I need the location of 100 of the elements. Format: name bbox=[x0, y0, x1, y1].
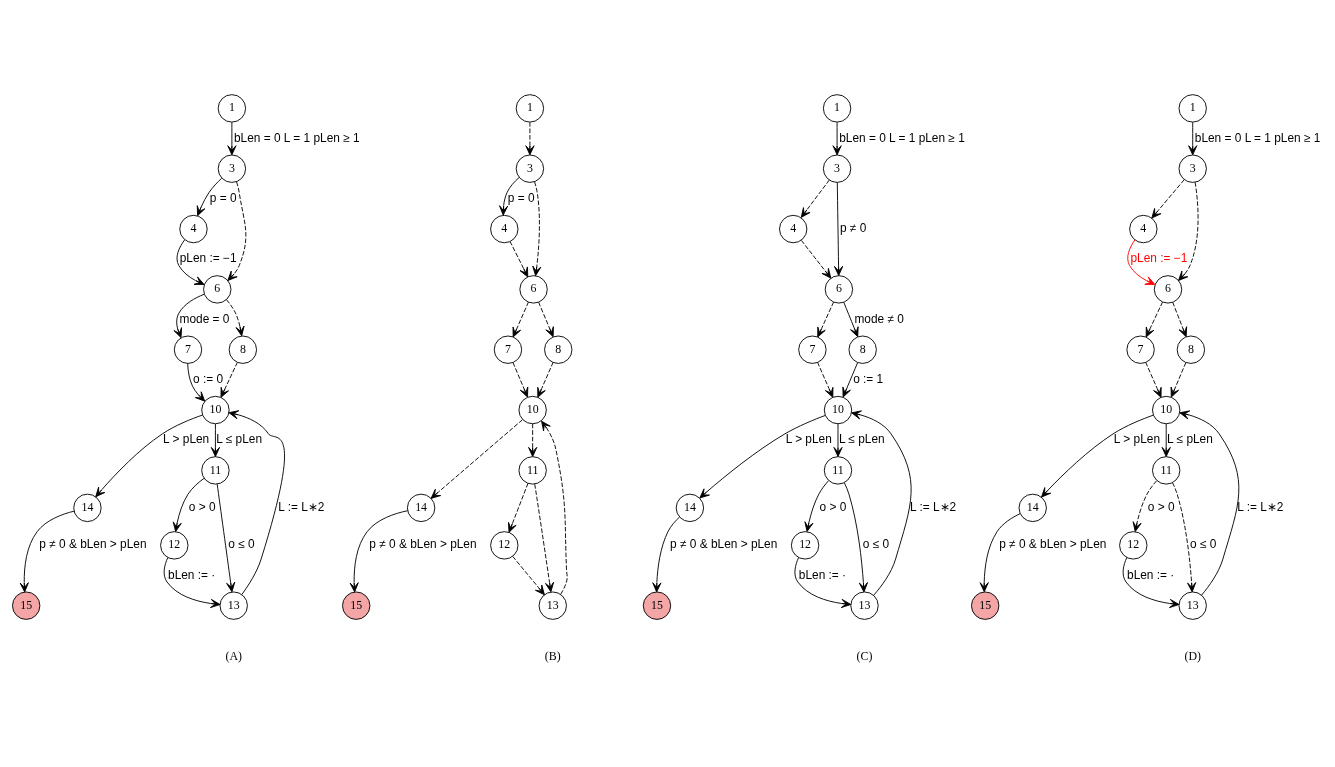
edge-label: p = 0 bbox=[209, 190, 237, 205]
node-circle: 1 bbox=[515, 93, 545, 123]
node-circle: 7 bbox=[493, 335, 523, 364]
node-circle: 12 bbox=[160, 530, 189, 560]
node-circle: 13 bbox=[538, 591, 567, 620]
arrow bbox=[804, 479, 829, 532]
arrow bbox=[1127, 239, 1156, 285]
arrow bbox=[227, 121, 237, 155]
arrow bbox=[512, 301, 529, 337]
node-circle: 12 bbox=[490, 530, 519, 560]
arrow bbox=[163, 556, 221, 608]
arrow bbox=[1041, 414, 1154, 498]
edge-label: p ≠ 0 & bLen > pLen bbox=[999, 536, 1107, 551]
node-circle: 13 bbox=[219, 591, 248, 620]
edge-label: bLen = 0 L = 1 pLen ≥ 1 bbox=[234, 130, 360, 145]
node-circle: 3 bbox=[515, 154, 545, 183]
arrow bbox=[794, 556, 852, 608]
node-circle: 13 bbox=[1178, 591, 1207, 620]
node-circle: 15 bbox=[971, 591, 1000, 620]
arrow bbox=[652, 516, 680, 592]
edge-label: o ≤ 0 bbox=[1190, 536, 1217, 551]
node-circle: 10 bbox=[201, 395, 230, 424]
node-circle: 3 bbox=[822, 154, 852, 183]
arrow bbox=[1145, 301, 1163, 337]
arrow bbox=[216, 483, 236, 592]
node-circle: 14 bbox=[406, 493, 436, 522]
arrow bbox=[534, 483, 555, 592]
edge-label: L > pLen bbox=[163, 431, 210, 446]
node-circle: 11 bbox=[823, 455, 853, 485]
arrow bbox=[228, 409, 285, 595]
node-circle: 10 bbox=[1152, 395, 1181, 424]
arrow bbox=[220, 361, 238, 398]
node-circle: 4 bbox=[779, 214, 808, 243]
node-circle: 8 bbox=[848, 335, 877, 364]
edge-label: pLen := −1 bbox=[179, 250, 237, 265]
arrow bbox=[430, 418, 523, 499]
node-circle: 4 bbox=[490, 214, 519, 243]
node-circle: 11 bbox=[1152, 455, 1181, 485]
node-circle: 4 bbox=[179, 214, 208, 243]
arrow bbox=[1170, 361, 1187, 397]
node-circle: 3 bbox=[1178, 154, 1207, 183]
arrow bbox=[537, 361, 554, 398]
node-circle: 13 bbox=[850, 591, 879, 620]
edge-label: mode ≠ 0 bbox=[854, 311, 904, 326]
edge-label: o > 0 bbox=[1147, 499, 1175, 514]
node-circle: 6 bbox=[203, 274, 232, 304]
arrow bbox=[1172, 481, 1197, 592]
edge-label: o ≤ 0 bbox=[862, 536, 890, 551]
arrow bbox=[832, 121, 842, 155]
arrow bbox=[226, 298, 245, 336]
arrow bbox=[834, 181, 844, 276]
arrow bbox=[979, 512, 1021, 592]
node-circle: 14 bbox=[675, 493, 705, 522]
arrow bbox=[1179, 409, 1240, 596]
arrow bbox=[187, 362, 206, 402]
label: (C) bbox=[856, 648, 873, 663]
node-circle: 11 bbox=[518, 455, 547, 485]
edge-label: pLen := −1 bbox=[1130, 250, 1188, 265]
arrow bbox=[528, 423, 538, 457]
node-circle: 10 bbox=[823, 395, 853, 424]
arrow bbox=[1178, 181, 1199, 281]
node-circle: 14 bbox=[73, 493, 102, 522]
arrow bbox=[512, 555, 545, 595]
node-circle: 6 bbox=[1153, 274, 1183, 304]
arrow bbox=[843, 481, 868, 592]
edge-label: mode = 0 bbox=[179, 311, 230, 326]
arrow bbox=[851, 409, 912, 596]
node-circle: 7 bbox=[798, 335, 827, 364]
arrow bbox=[499, 176, 520, 215]
arrow bbox=[842, 361, 859, 397]
arrow bbox=[817, 301, 834, 337]
edge-label: o > 0 bbox=[819, 499, 847, 514]
node-circle: 7 bbox=[173, 335, 203, 364]
node-circle: 8 bbox=[1176, 335, 1206, 364]
edge-label: L ≤ pLen bbox=[216, 431, 263, 446]
arrow bbox=[508, 482, 529, 533]
node-circle: 15 bbox=[642, 591, 672, 620]
node-circle: 10 bbox=[518, 395, 547, 424]
arrow bbox=[538, 301, 554, 337]
edge-label: o > 0 bbox=[188, 499, 216, 514]
node-circle: 14 bbox=[1018, 493, 1047, 522]
arrow bbox=[349, 509, 408, 592]
edge-label: p ≠ 0 & bLen > pLen bbox=[670, 536, 778, 551]
arrow bbox=[699, 414, 826, 498]
arrow bbox=[19, 510, 75, 592]
node-circle: 7 bbox=[1126, 335, 1155, 364]
arrow bbox=[525, 121, 535, 155]
node-circle: 15 bbox=[12, 591, 41, 620]
arrow bbox=[176, 239, 205, 285]
node-circle: 1 bbox=[1178, 93, 1207, 123]
edge-label: L ≤ pLen bbox=[838, 431, 885, 446]
edge-label: bLen = 0 L = 1 pLen ≥ 1 bbox=[839, 130, 965, 145]
arrow bbox=[1132, 479, 1158, 532]
node-circle: 15 bbox=[342, 591, 371, 620]
edge-label: bLen := · bbox=[1127, 567, 1175, 582]
edge-label: p = 0 bbox=[507, 190, 535, 205]
arrow bbox=[843, 301, 859, 337]
edge-label: L > pLen bbox=[785, 431, 832, 446]
arrow bbox=[1122, 556, 1180, 608]
arrow bbox=[512, 361, 529, 397]
